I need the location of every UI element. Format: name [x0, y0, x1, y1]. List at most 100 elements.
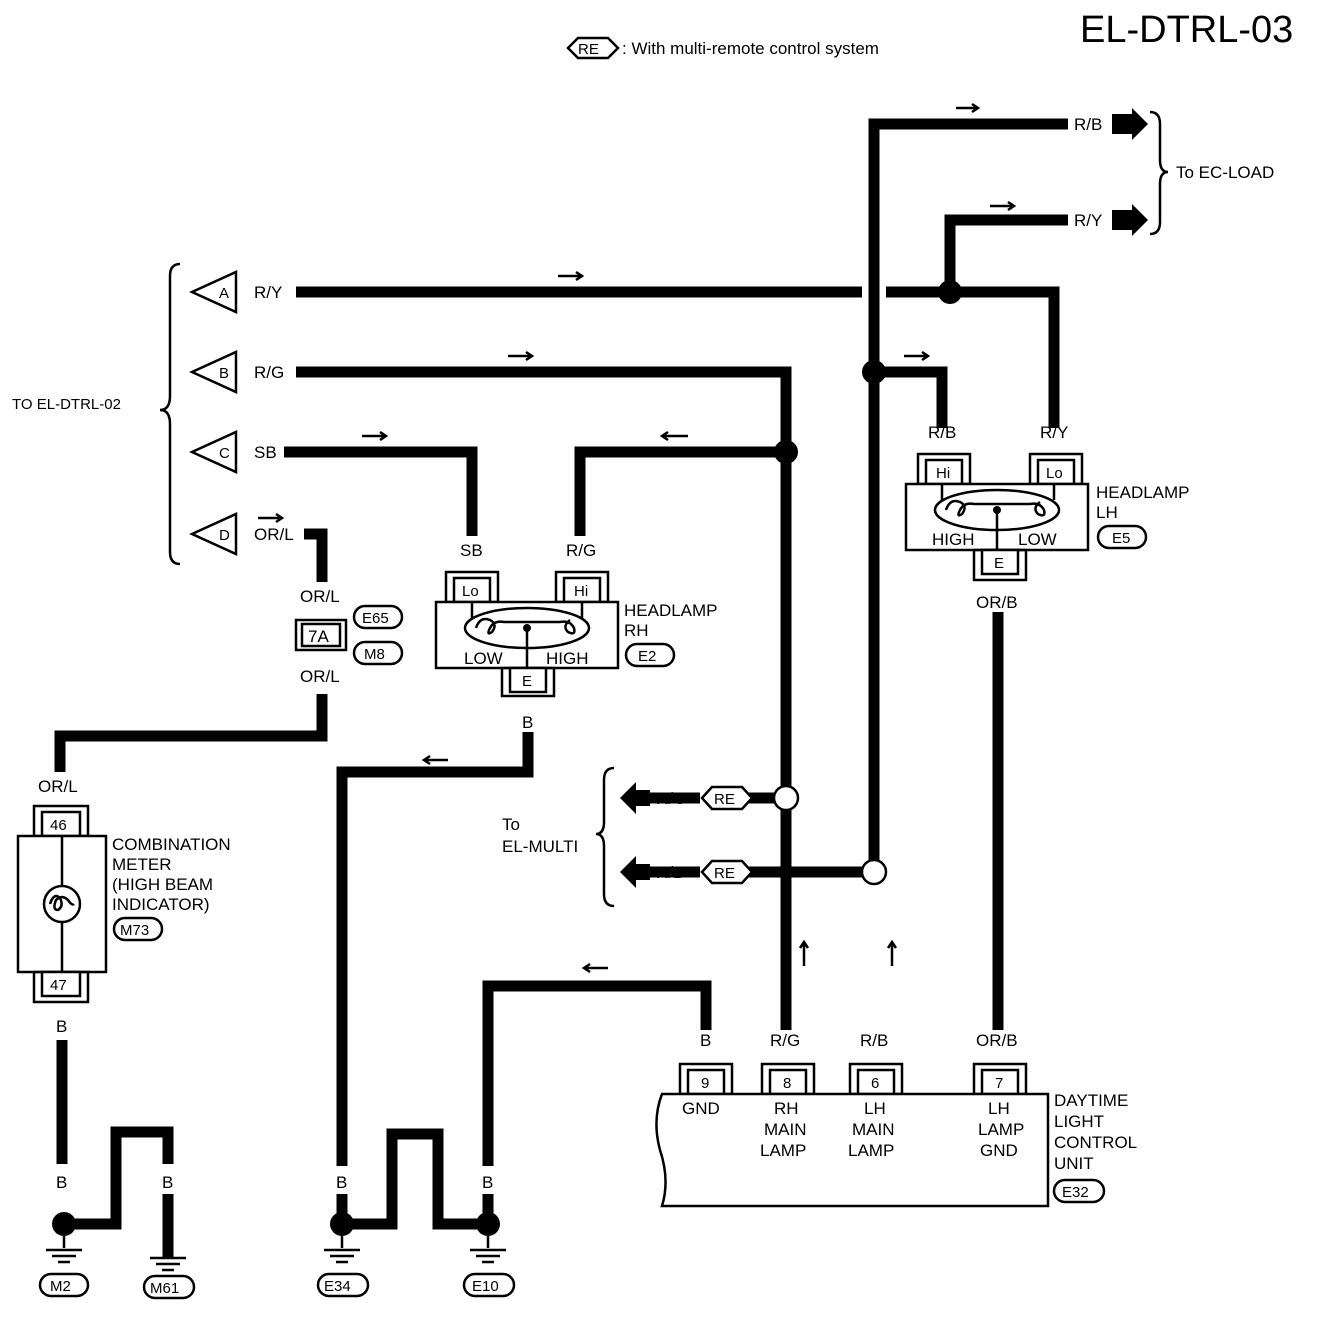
pin-box	[980, 1068, 1020, 1096]
wire-label: OR/B	[976, 1031, 1018, 1050]
combination-meter: OR/L 46 47 B COMBINATION METER (HIGH BEA…	[16, 777, 231, 1036]
wire-label: OR/L	[254, 525, 294, 544]
pin-function: MAIN	[764, 1120, 807, 1139]
pin-box	[562, 576, 602, 604]
splice-node	[330, 1212, 354, 1236]
connector-id: E5	[1112, 530, 1130, 547]
wire-label: B	[56, 1017, 67, 1036]
ground-icon	[150, 1256, 186, 1272]
ground-id: E10	[472, 1278, 499, 1295]
pin-box	[768, 1068, 808, 1096]
re-tag: RE	[714, 791, 735, 808]
component-name: DAYTIME	[1054, 1091, 1128, 1110]
connector-id: E65	[362, 610, 389, 627]
pin-label: E	[522, 673, 532, 690]
wire-label: OR/B	[976, 593, 1018, 612]
ground-id: E34	[324, 1278, 351, 1295]
connector-d: D OR/L	[188, 512, 294, 556]
arrow-left-icon	[421, 754, 448, 766]
pin-label: 8	[783, 1075, 791, 1092]
connector-badge	[1052, 1178, 1106, 1204]
filament-leads	[470, 602, 584, 618]
splice-node	[52, 1212, 76, 1236]
arrow-right-icon	[990, 200, 1017, 212]
connector-c: C SB	[188, 430, 277, 474]
wire-label: OR/L	[38, 777, 78, 796]
pin-function: RH	[774, 1099, 799, 1118]
dtrl-unit: B R/G R/B OR/B 9 8 6 7 GND RH MAIN LAMP …	[655, 1031, 1137, 1208]
output-arrow-icon	[1112, 108, 1148, 140]
el-multi-outputs: To EL-MULTI R/G RE R/B RE	[502, 766, 754, 908]
ground-icon	[324, 1236, 360, 1264]
component-name: LH	[1096, 503, 1118, 522]
ground-id: M61	[150, 1280, 179, 1297]
wire-label: R/B	[656, 863, 684, 882]
connector-id: M73	[120, 922, 149, 939]
pin-label: 9	[701, 1075, 709, 1092]
splice-node	[476, 1212, 500, 1236]
legend: RE : With multi-remote control system	[566, 36, 879, 60]
wire-label: OR/L	[300, 587, 340, 606]
pin-label: Lo	[1046, 465, 1063, 482]
re-symbol-icon	[700, 785, 754, 811]
indicator-bulb-icon	[42, 884, 82, 924]
re-tag: RE	[714, 865, 735, 882]
headlamp-lh: R/B R/Y Hi Lo HIGH LOW E OR/B HEADLAMP L…	[904, 423, 1190, 612]
wire-label: B	[56, 1173, 67, 1192]
pin-label: Hi	[574, 583, 588, 600]
wire-ry-ecload	[944, 214, 1068, 292]
output-arrow-icon	[1112, 204, 1148, 236]
connector-letter: C	[219, 445, 230, 462]
pin-label: Hi	[936, 465, 950, 482]
component-name: RH	[624, 621, 649, 640]
wire-label: B	[482, 1173, 493, 1192]
joint-pin-inner	[300, 622, 342, 648]
wire-label: B	[432, 1173, 443, 1192]
open-splice-node	[772, 784, 800, 812]
component-name: INDICATOR)	[112, 895, 210, 914]
wire-label: OR/L	[300, 667, 340, 686]
joint-pin: 7A	[308, 627, 329, 646]
high-label: HIGH	[932, 530, 975, 549]
joint-connector: OR/L 7A E65 M8 OR/L	[294, 587, 404, 686]
wire-label: R/G	[656, 789, 686, 808]
connector-id: M8	[364, 646, 385, 663]
wire-e34-e10	[342, 1128, 486, 1230]
pin-label: 47	[50, 977, 67, 994]
filament-icon	[944, 499, 1046, 517]
output-arrow-icon	[620, 782, 650, 814]
to-ec-load-label: To EC-LOAD	[1176, 163, 1274, 182]
pin-function: MAIN	[852, 1120, 895, 1139]
component-name: LIGHT	[1054, 1112, 1104, 1131]
connector-badge	[352, 604, 404, 630]
wire-label: R/Y	[254, 283, 282, 302]
splice-node	[774, 440, 798, 464]
pin-box	[452, 576, 492, 604]
arrow-up-icon	[886, 939, 898, 966]
connector-triangle-icon	[188, 270, 238, 314]
diagram-title: EL-DTRL-03	[1080, 9, 1293, 51]
wire-label: R/B	[1074, 115, 1102, 134]
wire-ry-a-right	[886, 286, 1060, 428]
pin-function: LAMP	[760, 1141, 806, 1160]
connector-badge	[112, 916, 164, 942]
to-el-multi-label: To	[502, 815, 520, 834]
component-name: METER	[112, 855, 172, 874]
output-arrow-icon	[620, 856, 650, 888]
wire-label: R/Y	[1040, 423, 1068, 442]
arrow-up-icon	[798, 939, 810, 966]
connector-badge	[462, 1272, 516, 1298]
brace-icon	[595, 766, 615, 908]
connector-badge	[142, 1274, 196, 1300]
connector-badge	[38, 1272, 90, 1298]
wire-label: R/G	[566, 541, 596, 560]
ec-load-outputs: R/B R/Y To EC-LOAD	[1074, 108, 1274, 236]
ground-m2: M2	[38, 1236, 90, 1298]
filament-icon	[48, 894, 75, 912]
connector-badge	[316, 1272, 370, 1298]
wire-label: SB	[254, 443, 277, 462]
pin-function: LAMP	[978, 1120, 1024, 1139]
open-splice-node	[860, 858, 888, 886]
connector-letter: D	[219, 527, 230, 544]
